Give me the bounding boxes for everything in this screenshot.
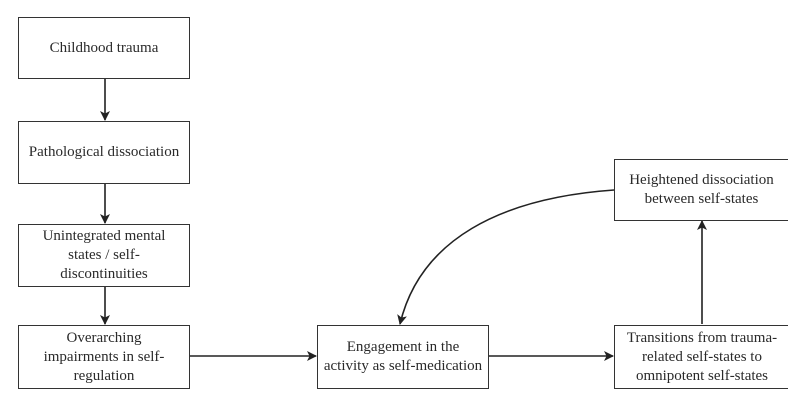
node-transitions-self-states: Transitions from trauma- related self-st… (614, 325, 788, 389)
node-label: Engagement in the activity as self-medic… (323, 339, 483, 374)
node-label: Unintegrated mental states / self- disco… (42, 228, 166, 282)
node-childhood-trauma: Childhood trauma (18, 17, 190, 79)
arrow-heightened-to-engagement (397, 189, 615, 325)
node-label: Heightened dissociation between self-sta… (629, 172, 774, 207)
node-label: Childhood trauma (49, 39, 159, 56)
node-overarching-impairments: Overarching impairments in self- regulat… (18, 325, 190, 389)
node-label: Pathological dissociation (28, 144, 180, 160)
node-pathological-dissociation: Pathological dissociation (18, 121, 190, 184)
node-heightened-dissociation: Heightened dissociation between self-sta… (614, 159, 788, 221)
node-label: Overarching impairments in self- regulat… (43, 329, 165, 384)
node-label: Transitions from trauma- related self-st… (626, 329, 778, 384)
node-unintegrated-states: Unintegrated mental states / self- disco… (18, 224, 190, 287)
node-engagement-activity: Engagement in the activity as self-medic… (317, 325, 489, 389)
